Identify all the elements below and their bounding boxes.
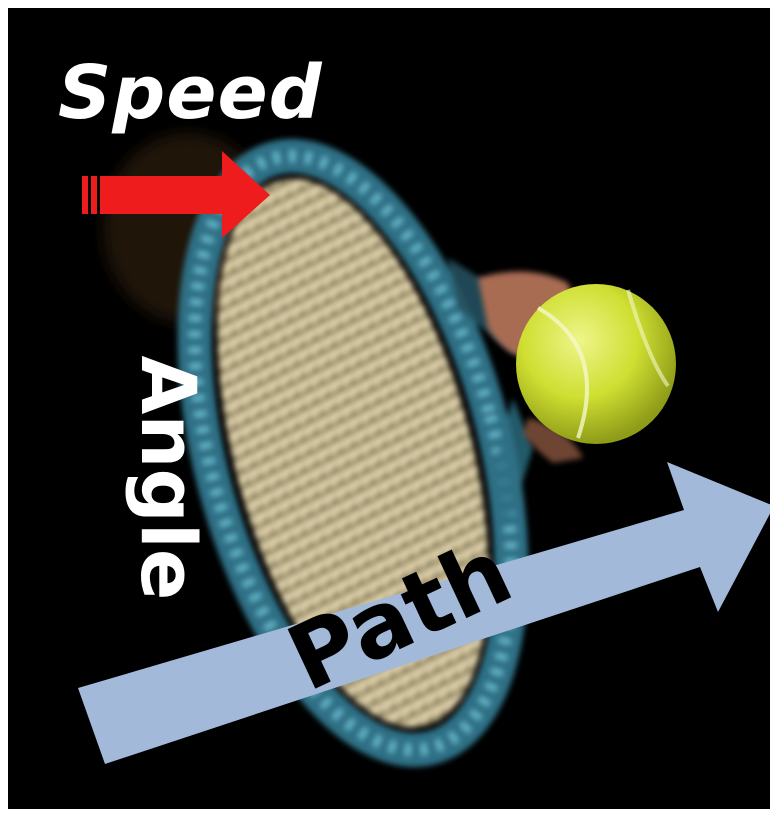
tennis-scene [78, 133, 770, 767]
photo-frame: Speed Angle Path [8, 8, 770, 809]
right-arrow-icon [82, 151, 270, 238]
tennis-ball-icon [516, 284, 676, 444]
angle-label: Angle [124, 355, 213, 601]
speed-label: Speed [58, 50, 323, 136]
diagonal-up-right-arrow-icon [78, 462, 770, 764]
